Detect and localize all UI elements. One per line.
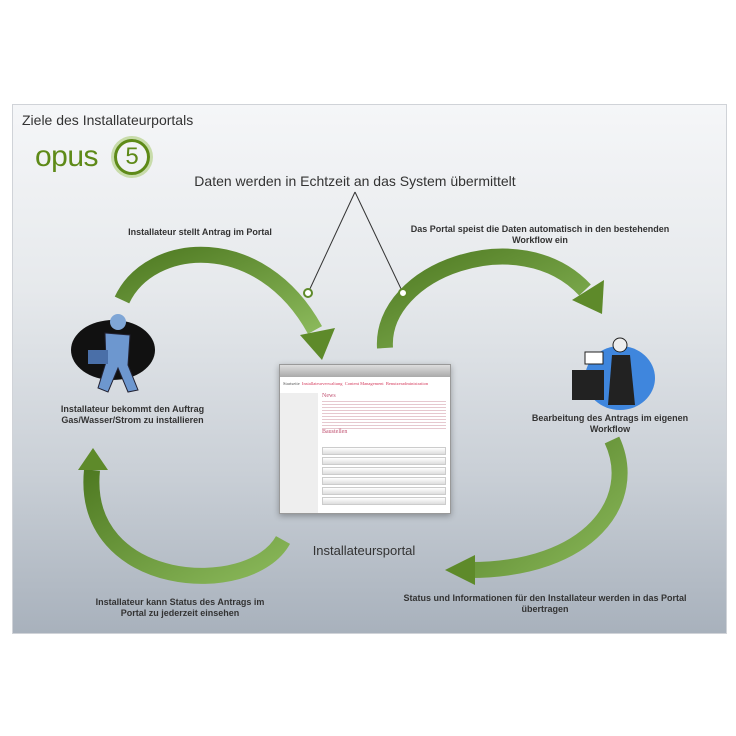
opus5-logo: opus	[35, 140, 99, 174]
label-top-right: Das Portal speist die Daten automatisch …	[410, 224, 670, 245]
arrow-top-right	[376, 248, 591, 349]
office-worker-figure	[572, 337, 655, 410]
arrowhead	[300, 328, 335, 360]
portal-caption: Installateursportal	[312, 543, 416, 558]
page-title: Ziele des Installateurportals	[22, 112, 194, 128]
nav-benutzeradministration: Benutzeradministration	[385, 381, 429, 386]
news-heading: News	[322, 393, 336, 399]
installer-figure	[71, 314, 155, 393]
portal-sidebar	[280, 393, 318, 513]
arrowhead	[445, 555, 475, 585]
portal-nav: Startseite Installateurverwaltung Conten…	[280, 377, 450, 390]
browser-toolbar	[280, 365, 450, 377]
arrow-top-left	[114, 246, 323, 334]
label-right: Bearbeitung des Antrags im eigenen Workf…	[531, 413, 689, 434]
connector-dot	[398, 288, 408, 298]
connector-dot	[303, 288, 313, 298]
arrow-right-bottom	[469, 436, 628, 578]
portal-main: News Baustellen	[322, 393, 446, 507]
label-bottom-right: Status und Informationen für den Install…	[403, 593, 687, 614]
nav-content-management: Content Management	[344, 381, 384, 386]
label-top-left: Installateur stellt Antrag im Portal	[128, 227, 272, 237]
label-left: Installateur bekommt den Auftrag Gas/Was…	[60, 404, 205, 425]
logo-text: opus	[35, 140, 99, 173]
portal-screenshot: Startseite Installateurverwaltung Conten…	[279, 364, 451, 514]
label-bottom-left: Installateur kann Status des Antrags im …	[95, 597, 265, 618]
nav-installateurverwaltung: Installateurverwaltung	[302, 381, 343, 386]
center-caption: Daten werden in Echtzeit an das System ü…	[194, 173, 516, 189]
baustellen-heading: Baustellen	[322, 429, 348, 435]
arrowhead	[78, 448, 108, 470]
arrow-bottom-left	[83, 469, 291, 584]
nav-startseite: Startseite	[283, 381, 300, 386]
arrowhead	[572, 280, 604, 314]
logo-number: 5	[114, 139, 150, 175]
